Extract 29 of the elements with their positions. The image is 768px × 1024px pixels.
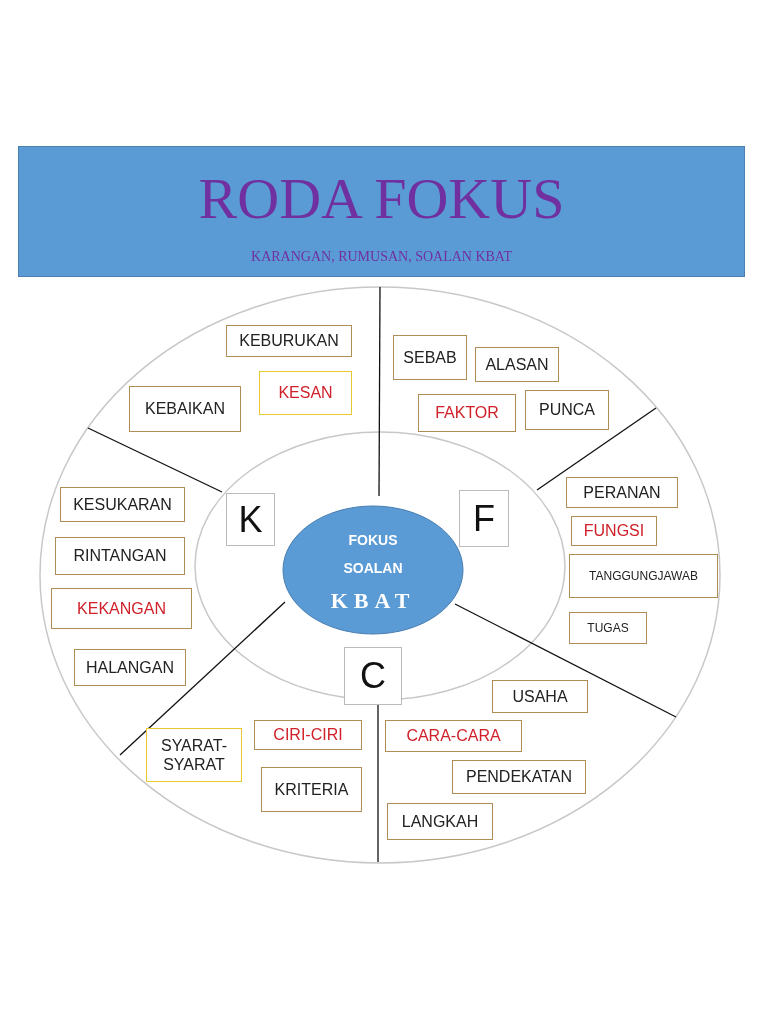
keyword-box: KEBURUKAN <box>226 325 352 357</box>
keyword-box: PENDEKATAN <box>452 760 586 794</box>
keyword-box: TUGAS <box>569 612 647 644</box>
keyword-box: CARA-CARA <box>385 720 522 752</box>
keyword-box: TANGGUNGJAWAB <box>569 554 718 598</box>
keyword-box: LANGKAH <box>387 803 493 840</box>
keyword-box: RINTANGAN <box>55 537 185 575</box>
keyword-box: ALASAN <box>475 347 559 382</box>
keyword-box: USAHA <box>492 680 588 713</box>
keyword-box: KEKANGAN <box>51 588 192 629</box>
letter-box: K <box>226 493 275 546</box>
letter-box: C <box>344 647 402 705</box>
hub-text: FOKUS SOALAN <box>342 531 404 578</box>
keyword-box: HALANGAN <box>74 649 186 686</box>
keyword-box: KRITERIA <box>261 767 362 812</box>
letter-box: F <box>459 490 509 547</box>
keyword-box: KESAN <box>259 371 352 415</box>
keyword-box: CIRI-CIRI <box>254 720 362 750</box>
keyword-box: FAKTOR <box>418 394 516 432</box>
keyword-box: KESUKARAN <box>60 487 185 522</box>
keyword-box: KEBAIKAN <box>129 386 241 432</box>
keyword-box: FUNGSI <box>571 516 657 546</box>
hub-heading: KBAT <box>330 588 416 614</box>
subtitle: KARANGAN, RUMUSAN, SOALAN KBAT <box>251 249 512 264</box>
keyword-box: SYARAT-SYARAT <box>146 728 242 782</box>
keyword-box: PERANAN <box>566 477 678 508</box>
keyword-box: SEBAB <box>393 335 467 380</box>
title: RODA FOKUS <box>198 166 565 231</box>
keyword-box: PUNCA <box>525 390 609 430</box>
